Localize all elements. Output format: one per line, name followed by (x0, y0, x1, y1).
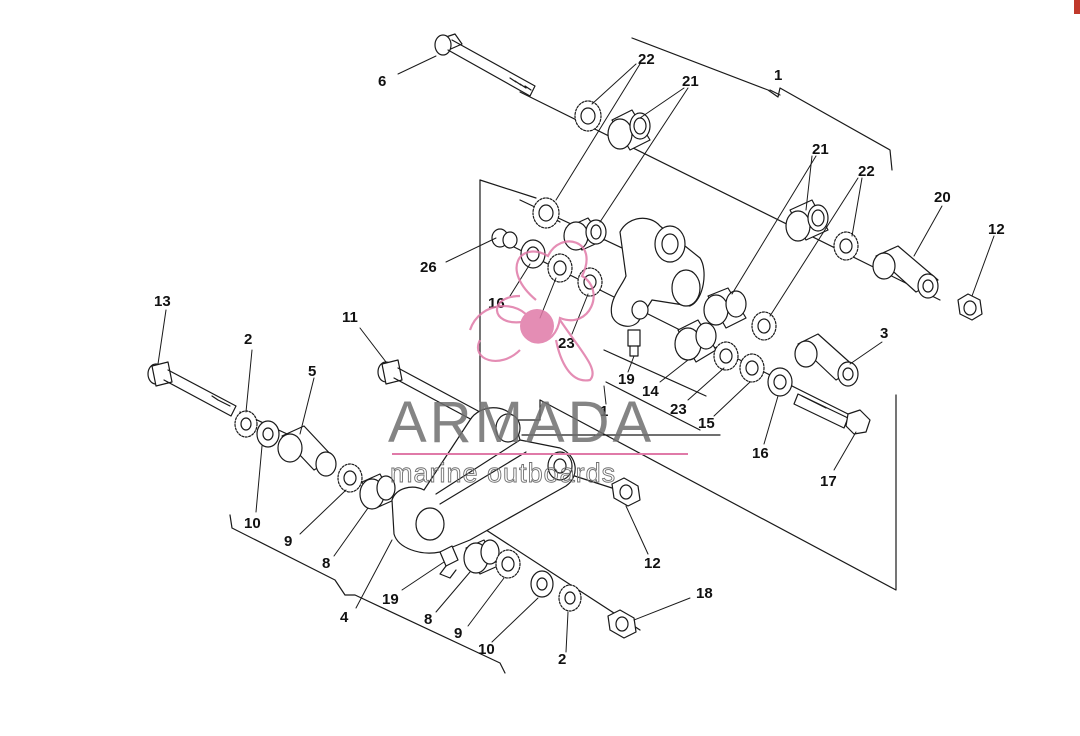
corner-mark (1074, 0, 1080, 14)
washer-10-left (256, 420, 280, 448)
bolt-6 (434, 33, 536, 97)
bushing-8-right (463, 539, 500, 575)
callout-12-upper: 12 (988, 221, 1005, 238)
callout-10-right: 10 (478, 641, 495, 658)
callout-12-lower: 12 (644, 555, 661, 572)
upper-link-1 (610, 217, 705, 327)
callout-19-upper: 19 (618, 371, 635, 388)
bolt-11 (377, 359, 481, 423)
armada-watermark: ARMADA marine outboards (388, 240, 688, 488)
bushing-21-right (785, 199, 829, 242)
callout-9-left: 9 (284, 533, 292, 550)
bushing-21-middle (563, 217, 607, 251)
nut-12-lower (611, 477, 641, 507)
callout-15-right: 15 (698, 415, 715, 432)
bushing-8-left (359, 473, 396, 510)
spacer-5 (277, 425, 337, 477)
callout-21-top: 21 (682, 73, 699, 90)
callout-26: 26 (420, 259, 437, 276)
nut-18 (607, 609, 637, 639)
grease-nipple-19-upper (627, 329, 641, 357)
callout-1-lower: 1 (600, 403, 608, 420)
callout-4: 4 (340, 609, 349, 626)
callout-23-left: 23 (558, 335, 575, 352)
callout-2-left: 2 (244, 331, 252, 348)
spacer-20 (872, 245, 939, 299)
bushing-21-lower (703, 287, 747, 329)
callout-17: 17 (820, 473, 837, 490)
washer-22-lower (751, 311, 777, 341)
frame-lines (479, 179, 897, 591)
callout-2-right: 2 (558, 651, 566, 668)
cap-26 (491, 228, 518, 249)
seal-15-right (739, 353, 765, 383)
seal-15-left (547, 253, 573, 283)
leader-lines (157, 55, 995, 653)
callout-23-right: 23 (670, 401, 687, 418)
watermark-brand: ARMADA (388, 390, 654, 455)
callout-19-lower: 19 (382, 591, 399, 608)
callout-labels: 22 21 1 6 21 22 20 12 26 16 15 23 19 14 … (154, 51, 1005, 668)
callout-1-top: 1 (774, 67, 782, 84)
callout-18: 18 (696, 585, 713, 602)
washer-22-upper (574, 100, 602, 132)
armada-logo-icon (468, 240, 595, 382)
washer-10-right (530, 570, 554, 598)
callout-14: 14 (642, 383, 659, 400)
callout-20: 20 (934, 189, 951, 206)
bushing-14 (674, 319, 717, 363)
callout-13: 13 (154, 293, 171, 310)
assembly-bracket-1 (631, 37, 893, 171)
callout-10-left: 10 (244, 515, 261, 532)
spacer-3 (794, 333, 859, 387)
grease-nipple-19-lower (439, 545, 459, 579)
seal-16-right (767, 367, 793, 397)
washer-9-left (337, 463, 363, 493)
callout-6: 6 (378, 73, 386, 90)
callout-5: 5 (308, 363, 316, 380)
callout-8-right: 8 (424, 611, 432, 628)
nut-12-upper (957, 293, 983, 321)
callout-21-right: 21 (812, 141, 829, 158)
callout-11: 11 (342, 309, 358, 326)
watermark-tagline: marine outboards (390, 458, 616, 488)
bolt-13 (147, 361, 237, 417)
callout-9-right: 9 (454, 625, 462, 642)
washer-23-right (713, 341, 739, 371)
seal-16-left (520, 239, 546, 269)
washer-22-right (833, 231, 859, 261)
washer-22-middle (532, 197, 560, 229)
washer-9-right (495, 549, 521, 579)
bushing-21-upper (607, 109, 651, 151)
callout-22-top: 22 (638, 51, 655, 68)
washer-2-left (234, 410, 258, 438)
callout-8-left: 8 (322, 555, 330, 572)
bolt-17 (793, 393, 871, 435)
callout-22-right: 22 (858, 163, 875, 180)
washer-2-right (558, 584, 582, 612)
callout-16-right: 16 (752, 445, 769, 462)
callout-3: 3 (880, 325, 888, 342)
lower-link-4 (391, 407, 576, 554)
assembly-bracket-4 (229, 514, 506, 674)
